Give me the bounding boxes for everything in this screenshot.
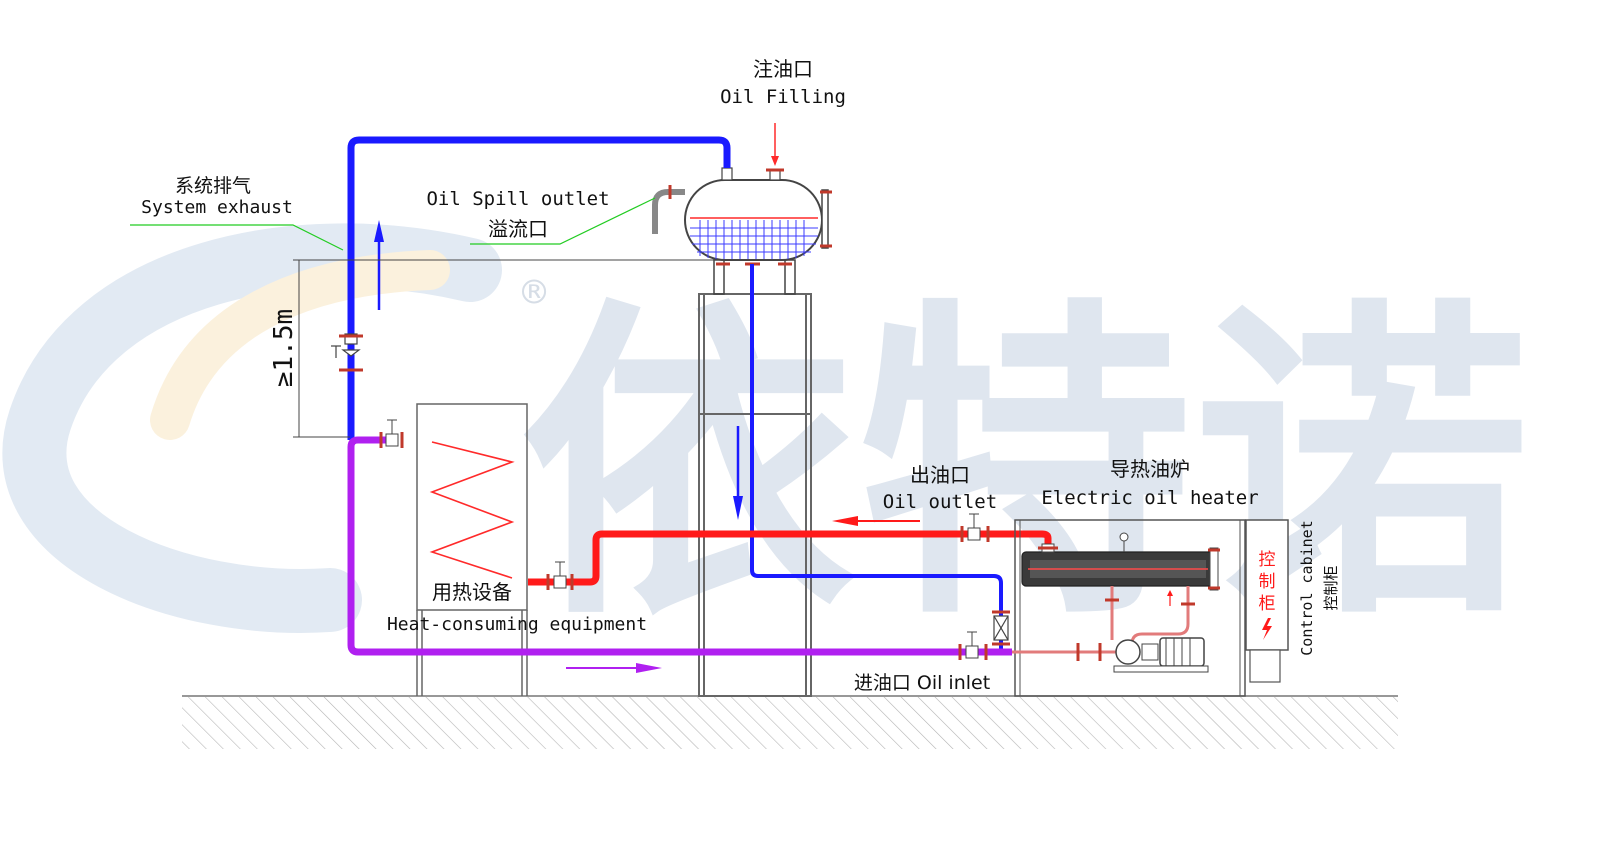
lightning-icon <box>1262 618 1272 640</box>
oil-inlet-label: 进油口 Oil inlet <box>854 672 990 694</box>
system-exhaust-label-cn: 系统排气 <box>175 175 251 197</box>
cabinet-char-3: 柜 <box>1259 594 1276 614</box>
oil-filling-arrow <box>771 123 779 166</box>
watermark-brand-text: 依特诺 <box>520 274 1530 658</box>
oil-spill-label-en: Oil Spill outlet <box>426 188 609 210</box>
heater-label-en: Electric oil heater <box>1041 487 1258 509</box>
expansion-tank <box>684 167 832 295</box>
control-cabinet-label-cn: 控制柜 <box>1322 565 1340 610</box>
height-dimension <box>293 259 760 438</box>
oil-outlet-label-en: Oil outlet <box>883 491 997 513</box>
oil-spill-pipe <box>652 189 685 234</box>
cabinet-char-1: 控 <box>1259 550 1276 570</box>
valve-icon <box>379 419 404 448</box>
heating-coil-icon <box>429 441 515 579</box>
height-note: ≥1.5m <box>269 309 299 387</box>
control-cabinet-label-en: Control cabinet <box>1298 520 1316 655</box>
heat-equipment-label-cn: 用热设备 <box>432 580 512 604</box>
tank-drop-pipe <box>750 264 1003 650</box>
oil-spill-label-cn: 溢流口 <box>488 217 548 241</box>
heater-label-cn: 导热油炉 <box>1110 457 1190 481</box>
oil-filling-label-en: Oil Filling <box>720 86 846 108</box>
expansion-tank-stand <box>698 293 812 697</box>
valve-icon <box>960 513 990 542</box>
watermark-arc-yellow <box>150 250 450 440</box>
supply-pipe <box>528 530 1052 586</box>
heat-equipment-label-en: Heat-consuming equipment <box>387 614 647 635</box>
system-exhaust-pipe <box>347 136 731 440</box>
flow-arrow-icon <box>832 516 920 526</box>
oil-filling-label-cn: 注油口 <box>753 57 813 81</box>
registered-mark: ® <box>522 270 547 316</box>
return-pipe <box>347 436 1012 656</box>
valve-icon <box>958 631 988 660</box>
valve-icon <box>546 561 574 590</box>
flow-arrow-icon <box>733 426 743 520</box>
watermark-arc-blue <box>2 223 502 633</box>
ground <box>182 695 1398 749</box>
flow-arrow-icon <box>374 220 384 310</box>
flow-arrow-icon <box>566 663 662 673</box>
valve-icon <box>331 333 363 372</box>
cabinet-char-2: 制 <box>1259 572 1276 592</box>
electric-oil-heater <box>1012 519 1246 697</box>
watermark: 依特诺 ® <box>2 223 1530 658</box>
exhaust-pointer <box>130 224 344 251</box>
spill-pointer <box>470 197 656 245</box>
system-exhaust-label-en: System exhaust <box>141 197 293 218</box>
oil-outlet-label-cn: 出油口 <box>910 463 970 487</box>
control-cabinet <box>1245 519 1289 683</box>
valve-icon <box>992 610 1010 646</box>
